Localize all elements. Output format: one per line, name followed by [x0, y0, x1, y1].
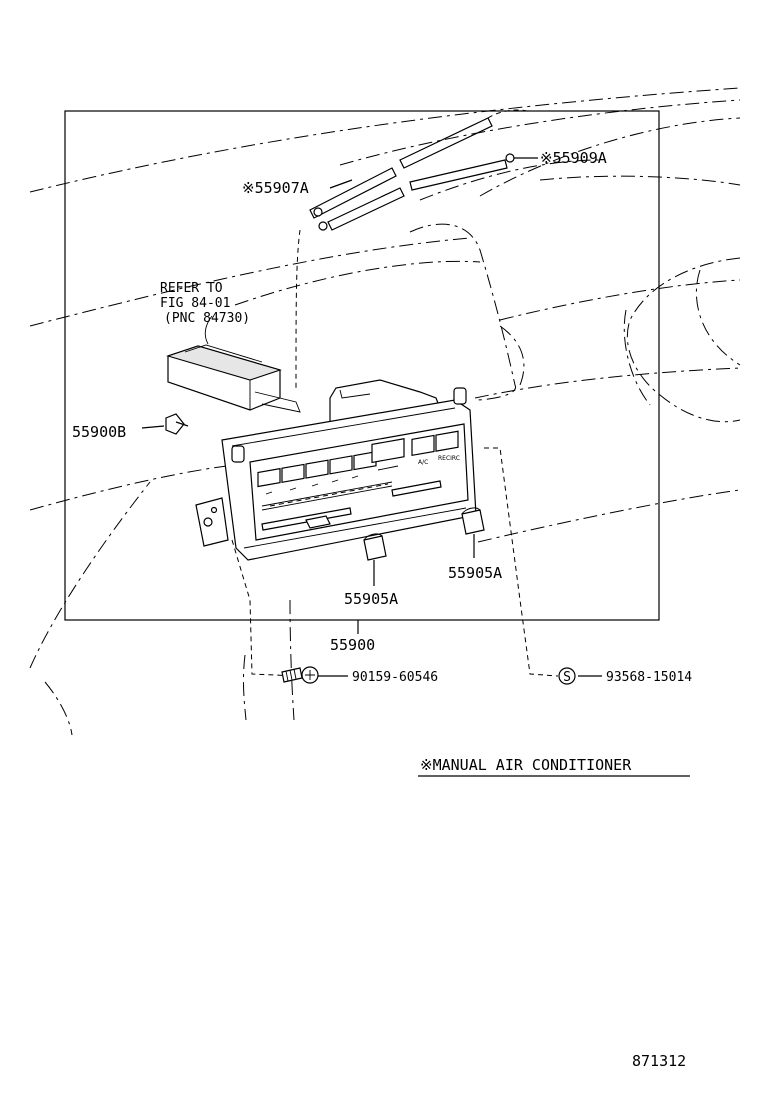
panel-marking-recirc: RECIRC: [438, 455, 460, 462]
callout-cable-55907a: ※55907A: [242, 179, 309, 197]
knob-right: [461, 507, 485, 558]
clip-symbol: S: [563, 670, 571, 685]
callout-refer-line2: FIG 84-01: [160, 296, 230, 311]
callout-bulb-55900b: 55900B: [72, 423, 126, 441]
dashboard-phantom-lines: [29, 87, 741, 736]
callout-clip: 93568-15014: [606, 670, 692, 685]
callout-knob-center: 55905A: [344, 590, 398, 608]
bulb-55900b: [141, 413, 189, 435]
heater-control-assembly: [195, 379, 477, 561]
note-manual-ac: ※MANUAL AIR CONDITIONER: [420, 756, 632, 774]
knob-center: [363, 533, 387, 586]
callout-screw: 90159-60546: [352, 670, 438, 685]
screw-90159: [281, 666, 319, 684]
diagram-frame: [64, 110, 660, 621]
callout-refer-line3: (PNC 84730): [164, 311, 250, 326]
clip-symbol-circle: [558, 667, 576, 685]
callout-cable-55909a: ※55909A: [540, 149, 607, 167]
panel-marking-ac: A/C: [418, 459, 428, 466]
callout-knob-right: 55905A: [448, 564, 502, 582]
leader-lines: [231, 157, 602, 677]
figure-number: 871312: [632, 1052, 686, 1070]
amplifier-module: [166, 315, 301, 413]
control-cables: [295, 109, 531, 391]
callout-refer-line1: REFER TO: [160, 281, 223, 296]
callout-control-assembly: 55900: [330, 636, 375, 654]
